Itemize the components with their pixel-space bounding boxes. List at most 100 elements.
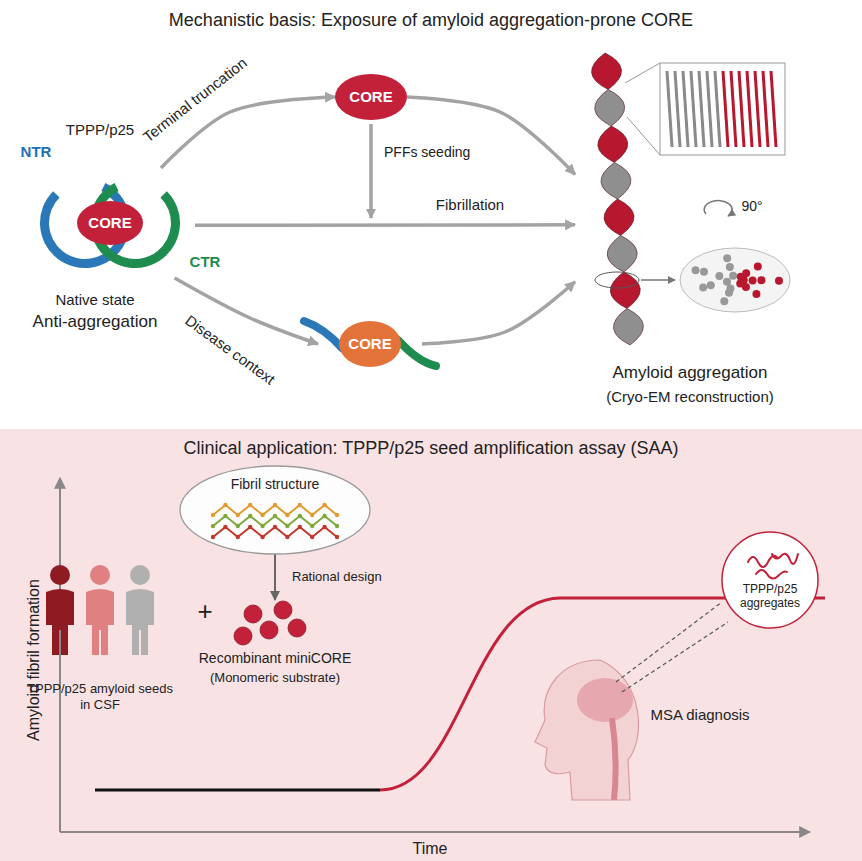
atom-dot [285, 513, 289, 517]
atom-dot [322, 503, 326, 507]
atom-dot [298, 503, 302, 507]
residue-dot [754, 263, 762, 271]
residue-dot [720, 297, 728, 305]
top-ground [0, 0, 862, 429]
native-protein-text: CORE [88, 214, 131, 232]
residue-dot [692, 266, 700, 274]
atom-dot [260, 513, 264, 517]
cross-section [680, 248, 790, 312]
strand-line [763, 71, 768, 147]
residue-dot [707, 281, 715, 289]
atom-dot [285, 524, 289, 528]
residue-dot [775, 277, 783, 285]
minicore-substrate-text: (Monomeric substrate) [210, 670, 340, 686]
people-icons [86, 589, 114, 655]
aggregate-squiggle [772, 554, 798, 564]
atom-dot [211, 513, 215, 517]
atom-dot [248, 503, 252, 507]
atom-dot [236, 524, 240, 528]
monomer-dot [288, 619, 306, 637]
core-ellipse-shape [335, 74, 407, 120]
residue-dot [726, 263, 734, 271]
seeding-arrow [369, 124, 373, 218]
people-icons [50, 565, 70, 585]
atom-dot [322, 525, 326, 529]
aggregate-squiggle [756, 570, 787, 579]
monomer-dot [244, 605, 262, 623]
fibril-twist [604, 199, 634, 236]
aggregates-circle: TPPP/p25 aggregates [722, 532, 818, 628]
edge-label: Rational design [292, 569, 382, 585]
rotation-arrow [704, 201, 732, 216]
atom-dot [310, 535, 314, 539]
strand-line [739, 71, 744, 147]
residue-dot [723, 254, 731, 262]
native-protein-shape [40, 183, 180, 268]
monomer-dot [260, 621, 278, 639]
annotation-label: Anti-aggregation [33, 312, 158, 332]
people-icons [90, 565, 110, 585]
process-arrow [195, 223, 575, 227]
process-arrow [274, 554, 276, 600]
fibril-twist [595, 90, 625, 127]
section-marker [595, 272, 639, 288]
lag-curve [95, 789, 380, 792]
core-ellipse: CORE [335, 74, 407, 120]
bottom-panel-shape [0, 430, 862, 861]
fibril-twist [598, 126, 628, 163]
atom-dot [335, 524, 339, 528]
people-icons [126, 589, 154, 655]
annotation-label: MSA diagnosis [650, 706, 749, 724]
strand-line [771, 71, 776, 147]
atom-dot [322, 514, 326, 518]
strand-line [683, 71, 688, 147]
y-axis [59, 478, 61, 832]
atom-dot [298, 514, 302, 518]
strand-line [675, 71, 680, 147]
fibril-structure-ellipse-text: Fibril structure [231, 476, 320, 493]
people-icons [46, 589, 74, 655]
ctr-tail [398, 340, 436, 366]
amyloid-fibril-text: (Cryo-EM reconstruction) [606, 388, 774, 406]
atom-dot [273, 525, 277, 529]
misfolded-protein-text: CORE [348, 335, 391, 353]
strand-line [707, 71, 712, 147]
amyloid-fibril: Amyloid aggregation(Cryo-EM reconstructi… [575, 45, 805, 415]
core-shape [335, 74, 407, 120]
minicore-substrate-shape [234, 601, 306, 645]
residue-dot [752, 290, 760, 298]
residue-dot [757, 276, 765, 284]
bottom-panel-text: Clinical application: TPPP/p25 seed ampl… [184, 438, 679, 460]
annotation-label: TPPP/p25 amyloid seeds in CSF [25, 681, 175, 712]
aggregates-circle-text: TPPP/p25 aggregates [732, 582, 808, 611]
edge-label: Fibrillation [436, 196, 504, 214]
strand-line [755, 71, 760, 147]
strand-line [699, 71, 704, 147]
native-protein: CORE [25, 168, 195, 278]
residue-dot [737, 273, 745, 281]
annotation-label: Native state [55, 291, 134, 309]
residue-dot [715, 272, 723, 280]
annotation-label: + [197, 596, 212, 627]
head-profile [577, 678, 633, 722]
fibril-twist [613, 309, 643, 346]
ntr-tail [304, 321, 342, 348]
monomer-dot [234, 627, 252, 645]
atom-dot [298, 525, 302, 529]
top-panel-text: Mechanistic basis: Exposure of amyloid a… [169, 10, 693, 32]
atom-dot [211, 524, 215, 528]
annotation-label: Time [413, 839, 448, 858]
atom-dot [335, 513, 339, 517]
atom-dot [273, 514, 277, 518]
atom-dot [223, 525, 227, 529]
section-arrow [641, 279, 675, 281]
misfolded-protein: CORE [318, 318, 422, 370]
top-panel: Mechanistic basis: Exposure of amyloid a… [0, 0, 862, 428]
process-arrow [422, 282, 575, 344]
residue-dot [700, 268, 708, 276]
bottom-panel: Clinical application: TPPP/p25 seed ampl… [0, 430, 862, 861]
fibril-structure-ellipse-shape [180, 466, 370, 554]
annotation-label: 90° [741, 198, 762, 215]
fibril-twist [601, 163, 631, 200]
strand-line [715, 71, 720, 147]
